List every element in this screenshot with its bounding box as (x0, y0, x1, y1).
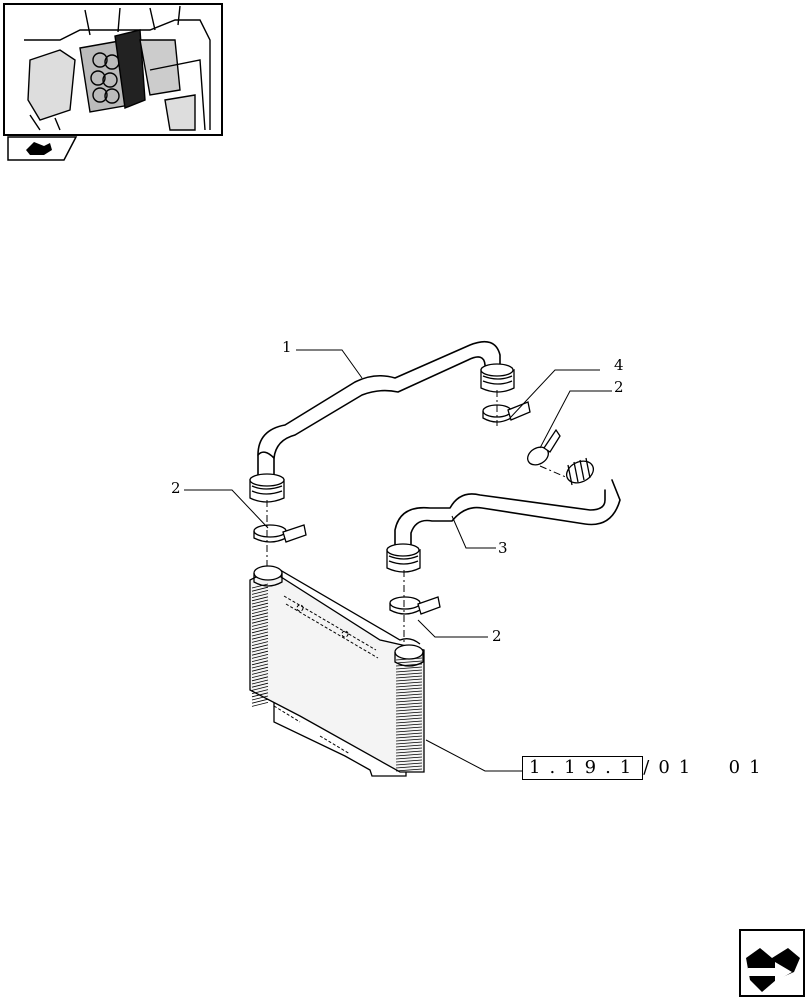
reference-code-boxed: 1.19.1 (522, 756, 644, 780)
reference-code-rest: /01 01 (643, 757, 770, 778)
callout-2-lower: 2 (492, 627, 502, 645)
pipe-3-end-right (565, 457, 595, 486)
book-tab-icon (7, 136, 78, 161)
clamp-2-lower (389, 596, 441, 615)
next-page-arrow-icon[interactable] (739, 929, 805, 997)
leader-lines (184, 349, 612, 772)
clamp-2-left (253, 524, 307, 543)
pipe-1 (257, 340, 501, 479)
oil-cooler-bracket (273, 595, 379, 755)
clamp-4 (482, 401, 531, 423)
callout-3: 3 (498, 539, 508, 557)
callout-4: 4 (614, 356, 624, 374)
callout-2-left: 2 (171, 479, 181, 497)
pipe-1-end-right (480, 363, 515, 393)
clamp-2-upper-right (527, 428, 561, 466)
overview-thumbnail (3, 3, 223, 136)
oil-cooler-fins (251, 583, 423, 772)
callout-2-upper: 2 (614, 378, 624, 396)
pipe-3 (394, 479, 621, 549)
reference-code: 1.19.1/01 01 (522, 756, 770, 780)
oil-cooler (249, 565, 425, 777)
pipe-3-end-left (386, 543, 421, 573)
assembly-axes (266, 390, 569, 646)
callout-1: 1 (282, 338, 292, 356)
pipe-1-end-left (249, 473, 285, 503)
